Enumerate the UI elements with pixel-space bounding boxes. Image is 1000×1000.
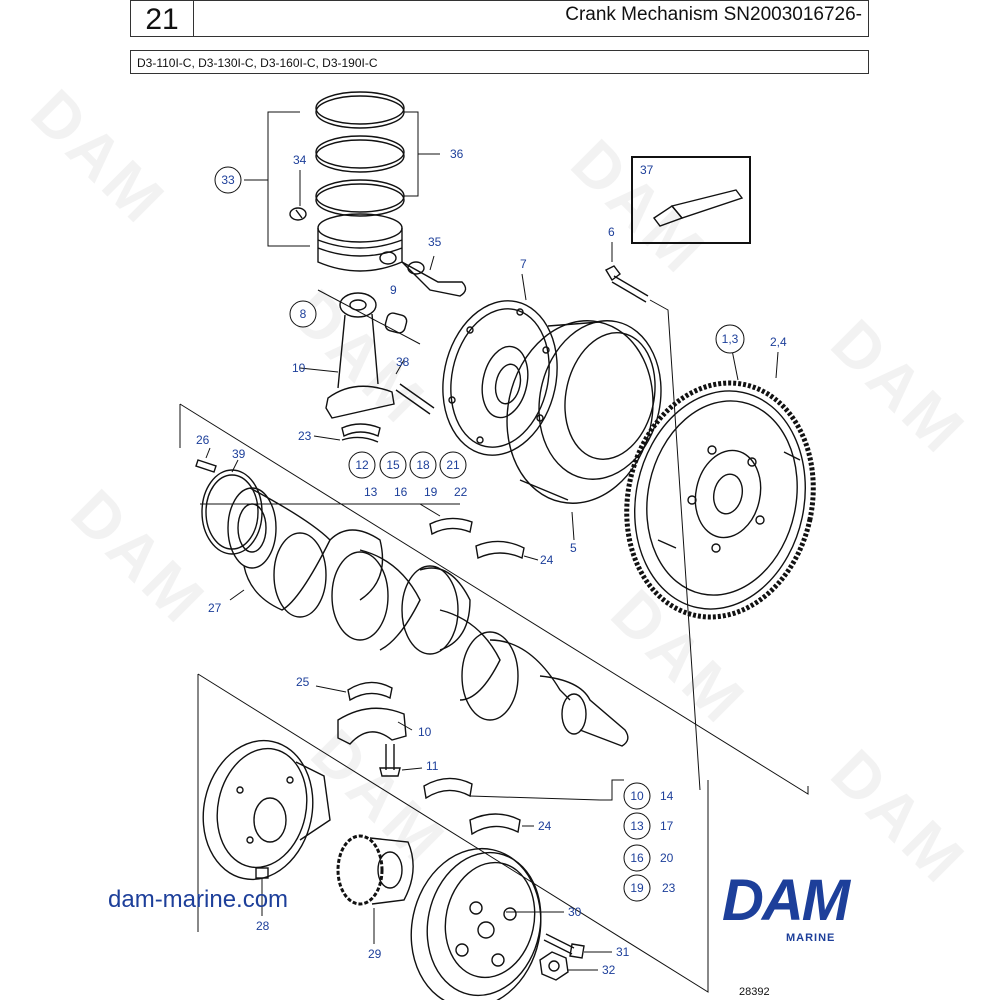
callout-18: 18: [416, 458, 430, 472]
callout-21: 21: [446, 458, 460, 472]
callout-19-group: 19: [630, 881, 644, 895]
bearing-shell-upper: [341, 423, 381, 443]
callout-28: 28: [256, 919, 270, 933]
sealant-box: [631, 156, 751, 244]
callout-14: 14: [660, 789, 674, 803]
figure-reference: 28392: [739, 986, 770, 998]
callout-29: 29: [368, 947, 382, 961]
callout-5: 5: [570, 541, 577, 555]
callout-27: 27: [208, 601, 222, 615]
page-title: Crank Mechanism SN2003016726-: [193, 0, 869, 37]
pulley-nut: [539, 951, 569, 981]
callout-30: 30: [568, 905, 582, 919]
connecting-rod: [325, 292, 435, 419]
callout-8: 8: [300, 307, 307, 321]
piston-pin: [401, 255, 467, 297]
callout-26: 26: [196, 433, 210, 447]
callout-31: 31: [616, 945, 630, 959]
callout-9: 9: [390, 283, 397, 297]
callout-37: 37: [640, 163, 654, 177]
callout-34: 34: [293, 153, 307, 167]
callout-13: 13: [364, 485, 378, 499]
sealant-tube-icon: [652, 189, 744, 227]
crankshaft: [227, 487, 629, 747]
callout-23-group: 23: [662, 881, 676, 895]
bearing-cap-shell: [337, 681, 407, 745]
section-number: 21: [130, 0, 194, 37]
website-link[interactable]: dam-marine.com: [108, 886, 289, 913]
callout-23: 23: [298, 429, 312, 443]
piston: [317, 213, 403, 272]
timing-cover: [202, 739, 331, 881]
callout-7: 7: [520, 257, 527, 271]
dam-marine-logo: DAM MARINE: [722, 868, 850, 945]
crankshaft-frame: [179, 403, 809, 795]
lower-bearing-shells: [423, 777, 521, 836]
logo-text: DAM: [722, 868, 850, 933]
flywheel: [624, 380, 816, 620]
callout-10-cap: 10: [418, 725, 432, 739]
callout-24-lower: 24: [538, 819, 552, 833]
callout-35: 35: [428, 235, 442, 249]
thrust-washer: [201, 469, 263, 555]
callout-16-group: 16: [630, 851, 644, 865]
lower-frame: [197, 673, 709, 993]
flywheel-bolt: [605, 265, 649, 303]
callout-39: 39: [232, 447, 246, 461]
callout-12: 12: [355, 458, 369, 472]
cap-bolt: [379, 744, 401, 777]
crank-gear: [336, 834, 414, 906]
pulley-bolt: [543, 933, 585, 959]
callout-25: 25: [296, 675, 310, 689]
piston-rings: [315, 91, 405, 217]
callout-19: 19: [424, 485, 438, 499]
callout-15: 15: [386, 458, 400, 472]
callout-13-group: 13: [630, 819, 644, 833]
callout-32: 32: [602, 963, 616, 977]
callout-1-3: 1,3: [722, 332, 739, 346]
callout-20: 20: [660, 851, 674, 865]
callout-36: 36: [450, 147, 464, 161]
flywheel-cover: [506, 320, 662, 504]
circlip: [289, 207, 307, 221]
callout-38: 38: [396, 355, 410, 369]
callout-11: 11: [426, 759, 439, 773]
model-list: D3-110I-C, D3-130I-C, D3-160I-C, D3-190I…: [130, 50, 869, 74]
callout-10-rod: 10: [292, 361, 306, 375]
flywheel-adaptor: [442, 300, 558, 456]
callout-2-4: 2,4: [770, 335, 787, 349]
callout-6: 6: [608, 225, 615, 239]
dowel-pin: [195, 459, 217, 473]
crank-pulley: [410, 847, 542, 1000]
logo-subtext: MARINE: [786, 932, 836, 944]
callout-10-group: 10: [630, 789, 644, 803]
callout-17: 17: [660, 819, 674, 833]
callout-22: 22: [454, 485, 468, 499]
main-bearing-shells: [429, 517, 525, 560]
callout-33: 33: [221, 173, 235, 187]
callout-16: 16: [394, 485, 408, 499]
callout-24-upper: 24: [540, 553, 554, 567]
